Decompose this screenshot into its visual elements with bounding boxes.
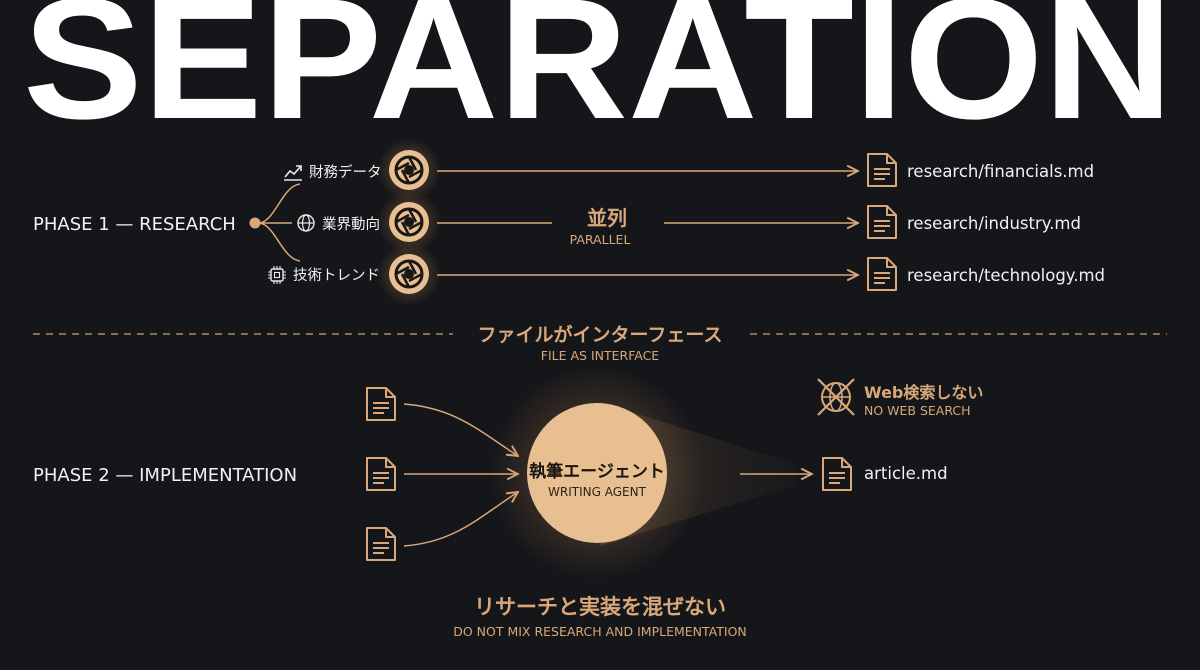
output-file-article: article.md [864,464,948,483]
no-web-search-label-ja: Web検索しない [864,383,983,402]
chip-icon [268,266,286,284]
aperture-icon [389,254,429,294]
writing-agent-label-ja: 執筆エージェント [529,461,665,482]
source-label-industry: 業界動向 [322,216,380,233]
parallel-label-en: PARALLEL [570,232,631,247]
main-title: SEPARATION [23,0,1173,155]
output-file-technology: research/technology.md [907,266,1105,285]
phase2-label: PHASE 2 — IMPLEMENTATION [33,465,297,486]
file-icon [365,456,397,492]
writing-agent-label-en: WRITING AGENT [548,485,647,499]
divider-label-en: FILE AS INTERFACE [541,348,660,363]
parallel-label-ja: 並列 [587,206,627,230]
no-web-search-label-en: NO WEB SEARCH [864,403,971,418]
phase1-origin-dot [249,217,261,229]
divider-label-ja: ファイルがインターフェース [478,323,723,346]
footer-label-en: DO NOT MIX RESEARCH AND IMPLEMENTATION [453,624,747,639]
file-icon [821,456,853,492]
branch-line-technology [258,222,301,262]
source-label-technology: 技術トレンド [293,267,380,284]
branch-line-financial [258,183,301,224]
footer-label-ja: リサーチと実装を混ぜない [474,595,726,619]
globe-icon [297,214,315,232]
source-label-financial: 財務データ [309,163,382,181]
file-icon [867,205,897,239]
aperture-icon [389,202,429,242]
output-file-industry: research/industry.md [907,214,1081,233]
aperture-icon [389,150,429,190]
file-icon [867,257,897,291]
trend-chart-icon [284,165,302,181]
writing-agent-node [527,403,667,543]
file-icon [867,153,897,187]
no-web-search-icon [817,378,855,416]
phase1-label: PHASE 1 — RESEARCH [33,214,236,235]
file-icon [365,386,397,422]
file-icon [365,526,397,562]
output-file-financials: research/financials.md [907,162,1094,181]
